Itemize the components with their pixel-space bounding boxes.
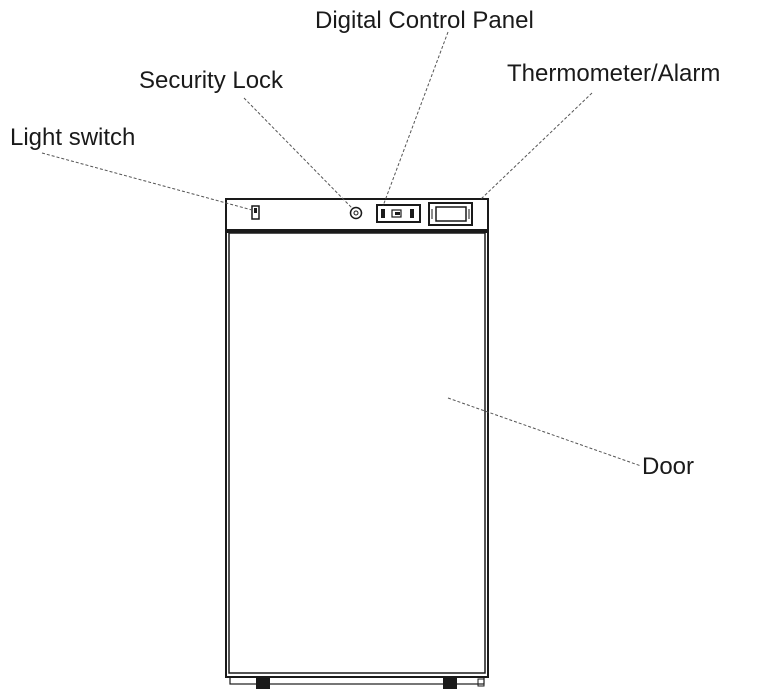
label-digital-control-panel: Digital Control Panel [315,7,534,34]
leader-security-lock [243,97,353,209]
label-door: Door [642,453,695,480]
light-switch-icon[interactable] [251,205,260,220]
label-security-lock: Security Lock [139,67,284,94]
security-lock-icon[interactable] [349,206,363,220]
door-panel [228,232,486,674]
leader-light-switch [41,152,253,211]
label-light-switch: Light switch [10,124,136,151]
right-foot [443,677,457,689]
leader-door [447,397,642,467]
rear-foot [477,678,485,687]
left-foot [256,677,270,689]
digital-control-panel-icon[interactable] [376,204,421,223]
cabinet-outline [225,198,489,678]
thermometer-alarm-icon[interactable] [428,202,473,226]
label-thermometer-alarm: Thermometer/Alarm [507,60,721,87]
leader-digital-control-panel [382,31,449,207]
leader-thermometer-alarm [480,92,593,200]
